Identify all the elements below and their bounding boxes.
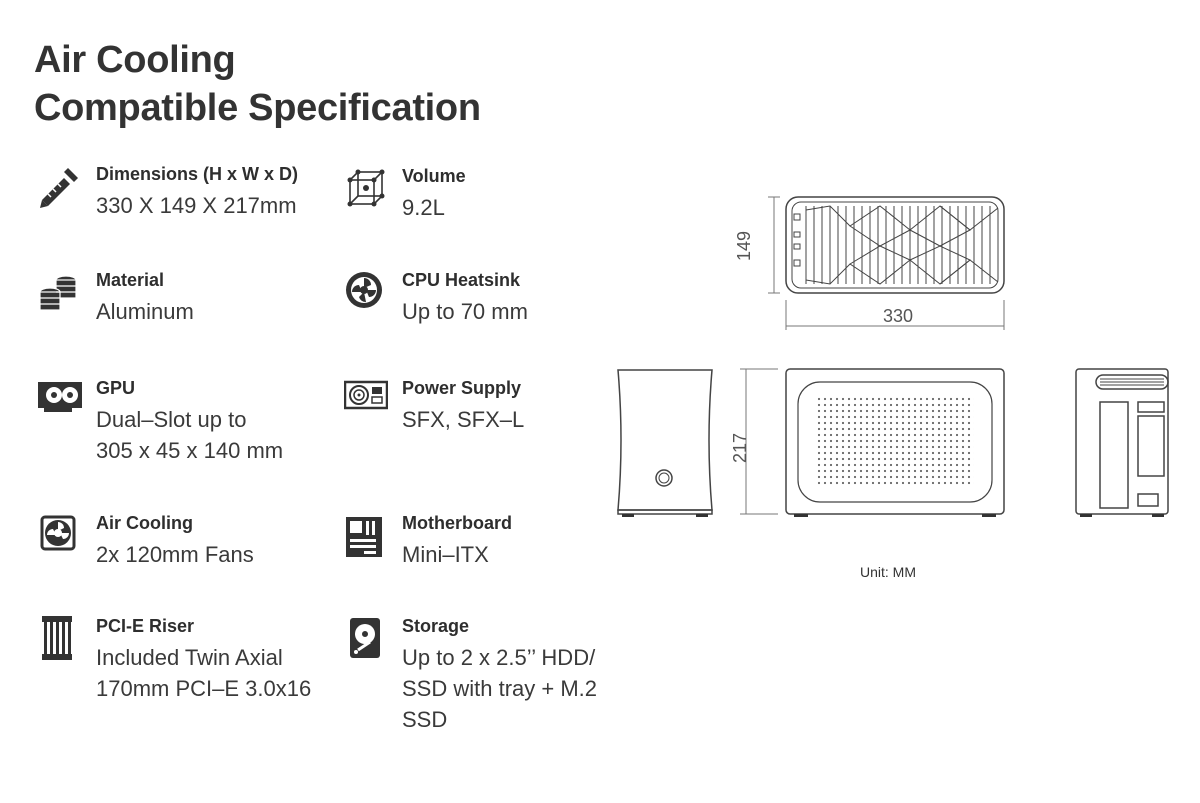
- spec-label: Volume: [402, 166, 466, 186]
- spec-label: Material: [96, 270, 165, 290]
- front-view: [740, 368, 1005, 517]
- spec-label: CPU Heatsink: [402, 270, 521, 290]
- spec-value: 2x 120mm Fans: [96, 542, 254, 567]
- width-dimension-label: 330: [883, 306, 913, 326]
- spec-value: Aluminum: [96, 299, 194, 324]
- ruler-pencil-icon: [40, 168, 78, 208]
- spec-value: 330 X 149 X 217mm: [96, 193, 297, 218]
- spec-value: Up to 70 mm: [402, 299, 528, 324]
- case-dimension-drawing: 149 330 217: [617, 196, 1169, 517]
- spec-value: SFX, SFX–L: [402, 407, 525, 432]
- riser-cable-icon: [42, 616, 72, 660]
- unit-label: Unit: MM: [860, 564, 916, 580]
- spec-label: Dimensions (H x W x D): [96, 164, 299, 184]
- title-line-1: Air Cooling: [34, 39, 236, 81]
- stacked-coins-icon: [39, 275, 77, 311]
- fan-icon: [346, 272, 382, 308]
- spec-label: GPU: [96, 378, 136, 398]
- fan-icon: [40, 515, 76, 551]
- spec-label: PCI-E Riser: [96, 616, 195, 636]
- spec-label: Power Supply: [402, 378, 522, 398]
- spec-label: Air Cooling: [96, 513, 193, 533]
- page-title: Air Cooling Compatible Specification: [34, 36, 481, 132]
- motherboard-icon: [346, 517, 382, 557]
- spec-label: Motherboard: [402, 513, 512, 533]
- hard-drive-icon: [350, 618, 380, 658]
- graphics-card-icon: [38, 382, 82, 412]
- side-view-left: [617, 369, 713, 517]
- spec-value: Mini–ITX: [402, 542, 489, 567]
- title-line-2: Compatible Specification: [34, 87, 481, 129]
- rear-view: [1075, 368, 1169, 517]
- height-dimension-label: 149: [734, 231, 754, 261]
- depth-dimension-label: 217: [730, 433, 750, 463]
- spec-value: 9.2L: [402, 195, 445, 220]
- spec-label: Storage: [402, 616, 470, 636]
- top-view: [768, 196, 1005, 330]
- power-supply-icon: [344, 380, 388, 410]
- cube-icon: [347, 169, 385, 207]
